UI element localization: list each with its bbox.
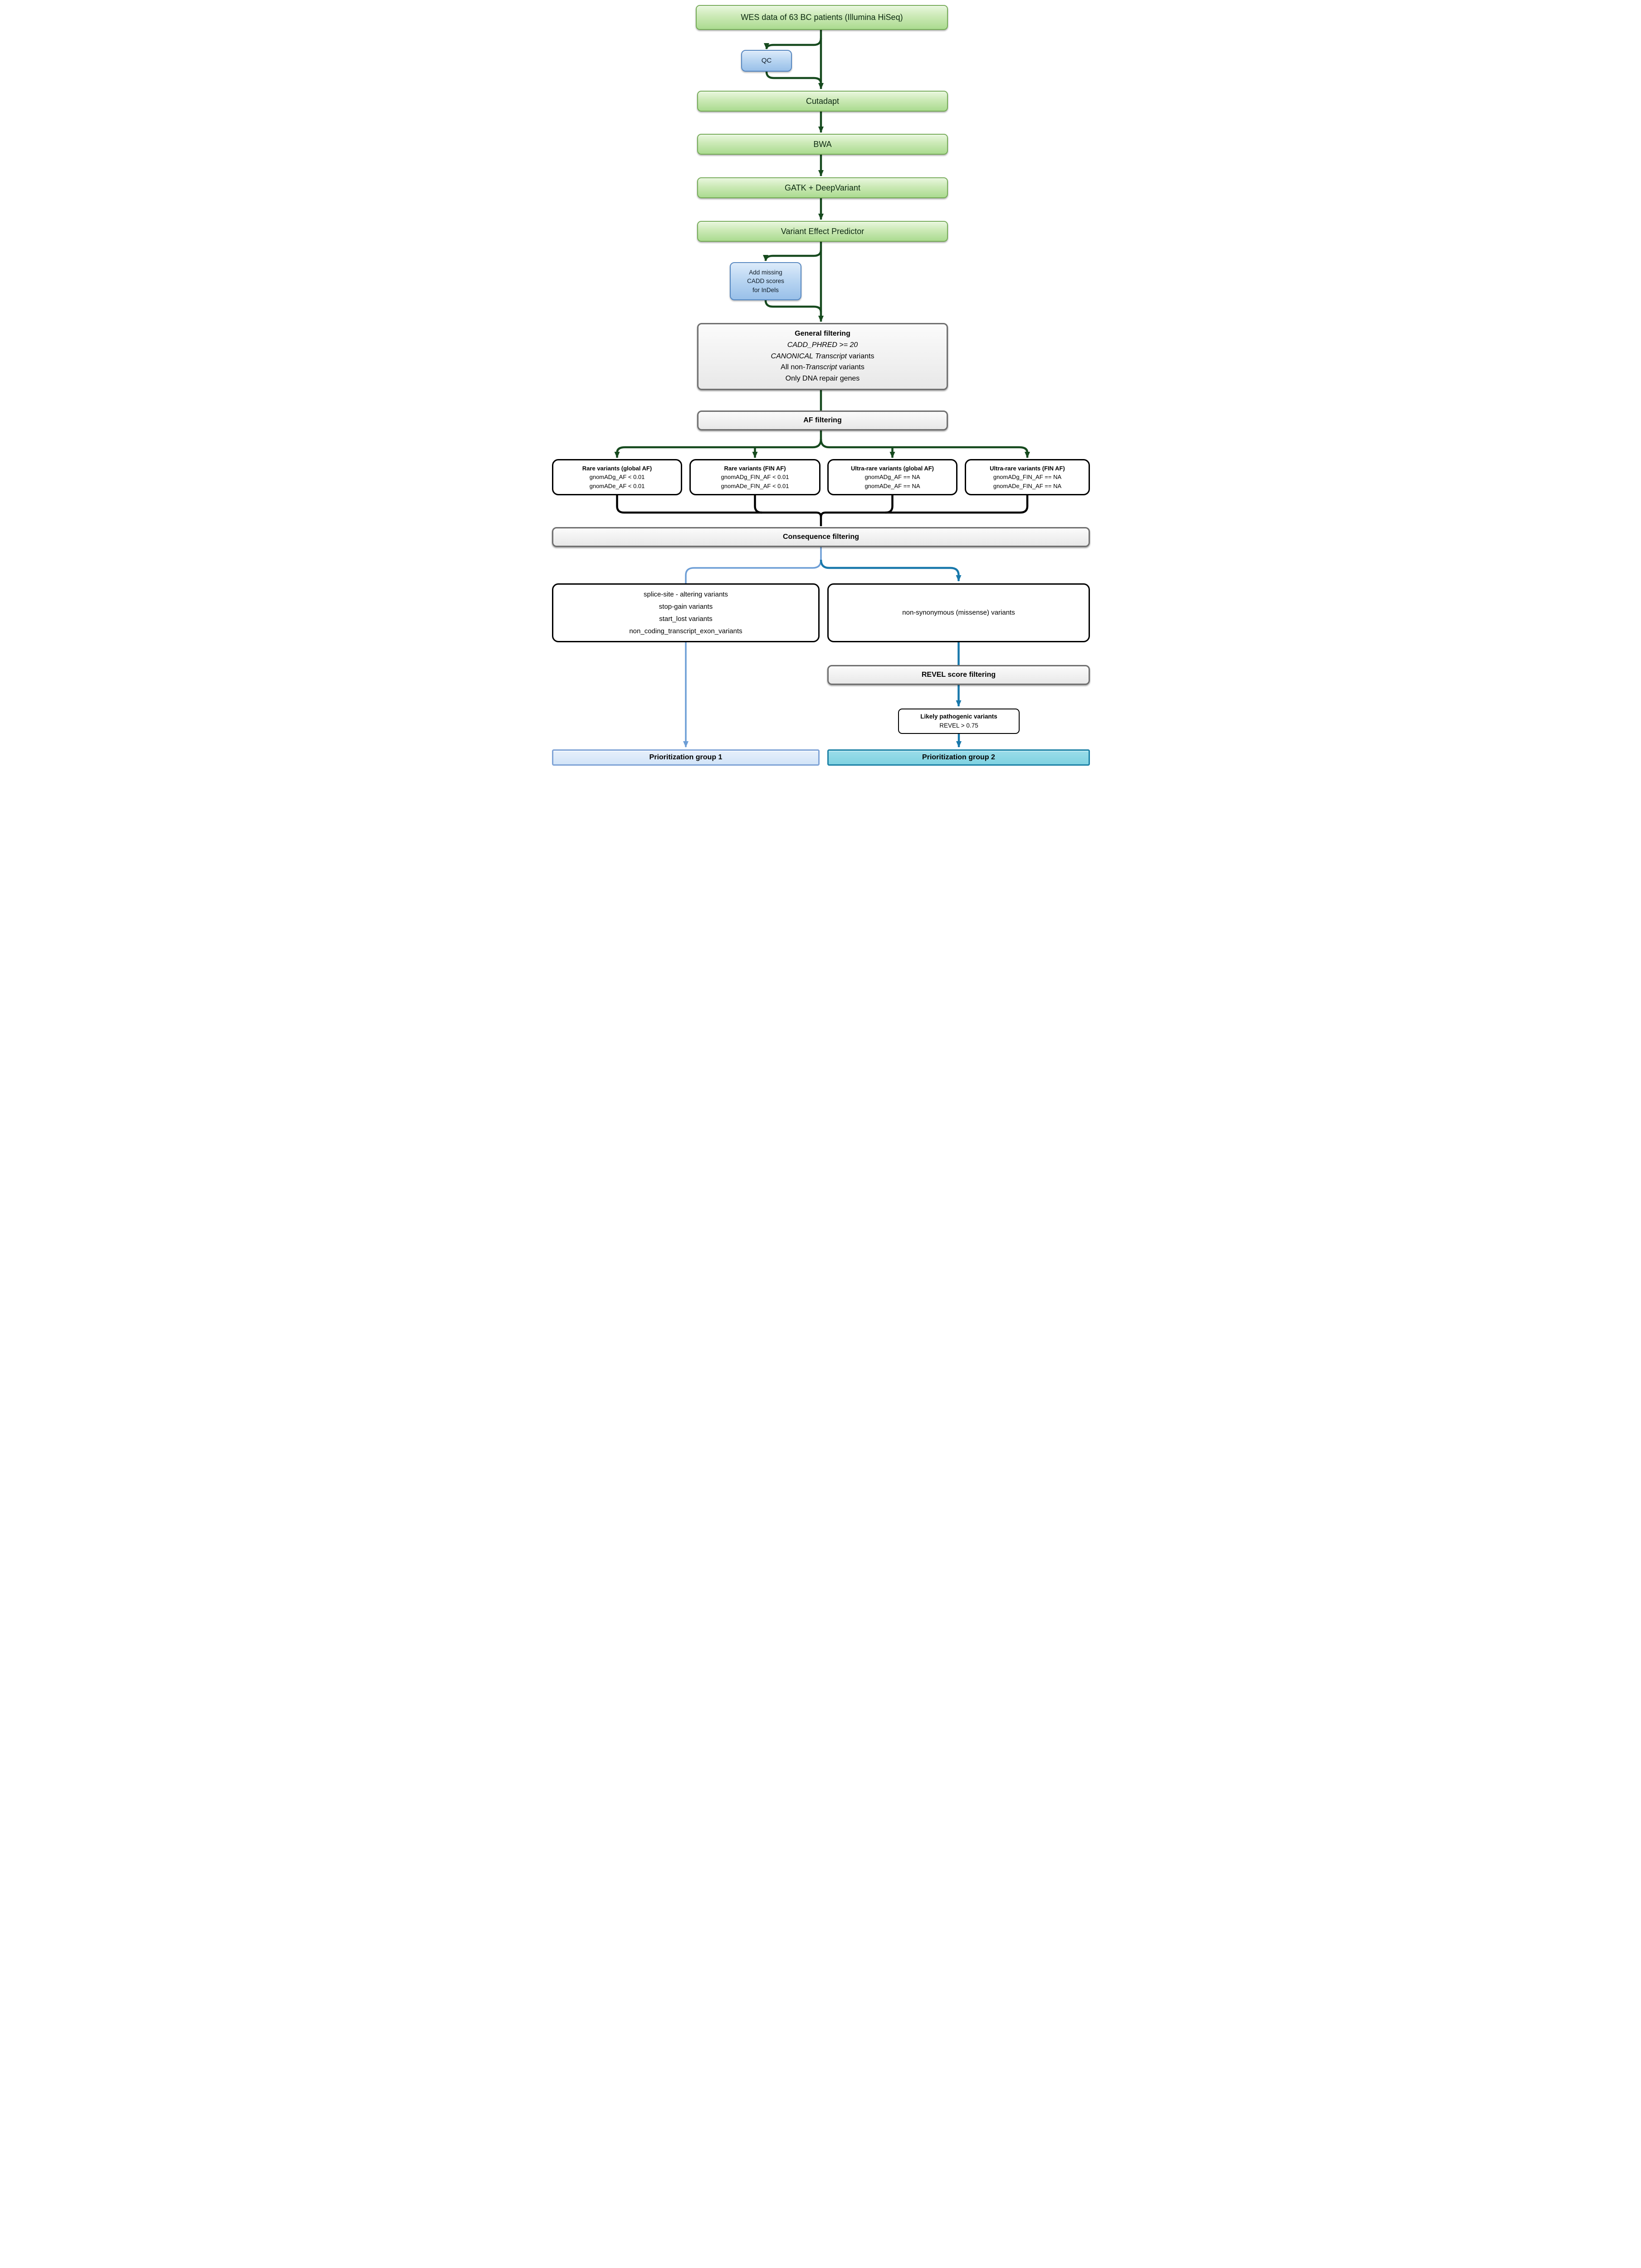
branch-line: gnomADe_AF < 0.01 bbox=[589, 482, 645, 489]
arrow-af-to-branch1 bbox=[614, 439, 822, 458]
qc-label: QC bbox=[761, 56, 772, 64]
general-filtering-line-1: CADD_PHRED >= 20 bbox=[787, 341, 858, 349]
general-filtering-line-3: All non-Transcript variants bbox=[781, 363, 864, 371]
line-branch3-merge bbox=[885, 495, 894, 514]
splice-line-4: non_coding_transcript_exon_variants bbox=[629, 627, 742, 635]
rare-variants-global-node: Rare variants (global AF) gnomADg_AF < 0… bbox=[552, 459, 682, 495]
general-filtering-node: General filtering CADD_PHRED >= 20 CANON… bbox=[697, 323, 948, 390]
wes-data-node: WES data of 63 BC patients (Illumina HiS… bbox=[696, 5, 948, 30]
branch-line: gnomADg_AF == NA bbox=[864, 474, 920, 481]
general-filtering-line-4: Only DNA repair genes bbox=[785, 375, 860, 383]
splice-variants-node: splice-site - altering variants stop-gai… bbox=[552, 583, 820, 642]
arrow-split-to-missense-box bbox=[820, 559, 962, 582]
branch-line: gnomADg_AF < 0.01 bbox=[589, 474, 645, 481]
general-filtering-line-2: CANONICAL Transcript variants bbox=[771, 352, 874, 360]
ultra-rare-fin-node: Ultra-rare variants (FIN AF) gnomADg_FIN… bbox=[965, 459, 1090, 495]
prioritization-group-1-label: Prioritization group 1 bbox=[649, 753, 723, 761]
cutadapt-node: Cutadapt bbox=[697, 91, 948, 112]
flowchart-canvas: WES data of 63 BC patients (Illumina HiS… bbox=[547, 0, 1094, 766]
line-branch4-merge bbox=[820, 495, 1029, 518]
revel-filtering-title: REVEL score filtering bbox=[921, 671, 996, 679]
cadd-scores-node: Add missing CADD scores for InDels bbox=[730, 262, 801, 300]
vep-node: Variant Effect Predictor bbox=[697, 221, 948, 242]
consequence-filtering-title: Consequence filtering bbox=[782, 533, 860, 541]
likely-pathogenic-node: Likely pathogenic variants REVEL > 0.75 bbox=[898, 709, 1020, 734]
cadd-line-3: for InDels bbox=[752, 286, 779, 293]
branch-line: gnomADg_FIN_AF < 0.01 bbox=[721, 474, 789, 481]
cutadapt-label: Cutadapt bbox=[806, 96, 840, 106]
line-qc-return bbox=[765, 71, 822, 84]
likely-pathogenic-line: REVEL > 0.75 bbox=[939, 722, 978, 729]
af-filtering-node: AF filtering bbox=[697, 411, 948, 430]
prioritization-group-1-node: Prioritization group 1 bbox=[552, 749, 820, 766]
branch-title: Rare variants (global AF) bbox=[582, 464, 652, 472]
arrow-af-to-branch4 bbox=[820, 439, 1030, 458]
prioritization-group-2-node: Prioritization group 2 bbox=[827, 749, 1090, 766]
branch-line: gnomADe_AF == NA bbox=[864, 482, 920, 489]
branch-title: Rare variants (FIN AF) bbox=[724, 464, 786, 472]
line-branch1-merge bbox=[616, 495, 822, 526]
line-split-to-splice-box bbox=[685, 559, 822, 583]
splice-line-3: start_lost variants bbox=[659, 615, 713, 623]
bwa-node: BWA bbox=[697, 134, 948, 155]
line-cadd-return bbox=[764, 300, 822, 313]
cadd-line-2: CADD scores bbox=[747, 278, 784, 285]
connector-arrows-layer bbox=[614, 30, 1030, 748]
bwa-label: BWA bbox=[813, 139, 832, 149]
branch-line: gnomADe_FIN_AF == NA bbox=[993, 482, 1062, 489]
splice-line-2: stop-gain variants bbox=[659, 603, 713, 611]
likely-pathogenic-title: Likely pathogenic variants bbox=[920, 713, 997, 720]
qc-node: QC bbox=[741, 50, 792, 72]
af-filtering-title: AF filtering bbox=[803, 416, 842, 424]
branch-line: gnomADe_FIN_AF < 0.01 bbox=[721, 482, 789, 489]
rare-variants-fin-node: Rare variants (FIN AF) gnomADg_FIN_AF < … bbox=[689, 459, 820, 495]
missense-variants-node: non-synonymous (missense) variants bbox=[827, 583, 1090, 642]
wes-data-label: WES data of 63 BC patients (Illumina HiS… bbox=[741, 13, 903, 22]
consequence-filtering-node: Consequence filtering bbox=[552, 527, 1090, 547]
arrow-branch-to-qc bbox=[764, 38, 822, 49]
vep-label: Variant Effect Predictor bbox=[781, 226, 864, 236]
splice-line-1: splice-site - altering variants bbox=[644, 591, 728, 598]
cadd-line-1: Add missing bbox=[749, 269, 782, 276]
prioritization-group-2-label: Prioritization group 2 bbox=[922, 753, 995, 761]
branch-line: gnomADg_FIN_AF == NA bbox=[993, 474, 1062, 481]
branch-title: Ultra-rare variants (global AF) bbox=[850, 464, 934, 472]
gatk-deepvariant-node: GATK + DeepVariant bbox=[697, 177, 948, 198]
gatk-deepvariant-label: GATK + DeepVariant bbox=[785, 183, 860, 192]
branch-title: Ultra-rare variants (FIN AF) bbox=[990, 464, 1065, 472]
missense-label: non-synonymous (missense) variants bbox=[902, 608, 1015, 616]
line-branch2-merge bbox=[754, 495, 762, 514]
revel-filtering-node: REVEL score filtering bbox=[827, 665, 1090, 685]
general-filtering-title: General filtering bbox=[795, 330, 850, 337]
ultra-rare-global-node: Ultra-rare variants (global AF) gnomADg_… bbox=[827, 459, 957, 495]
arrow-branch-to-cadd bbox=[763, 249, 822, 261]
